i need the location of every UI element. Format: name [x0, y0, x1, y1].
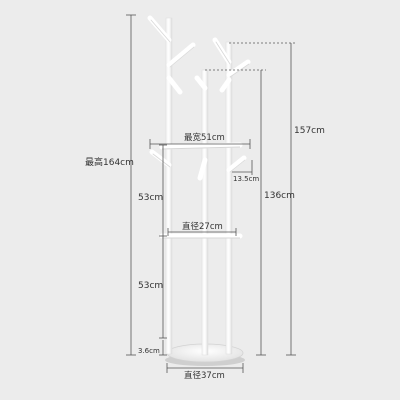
label-max-height: 最高164cm [85, 156, 134, 168]
ring-upper [159, 142, 243, 150]
coat-rack [147, 15, 251, 366]
label-upper-section: 53cm [138, 193, 163, 203]
label-height-136: 136cm [264, 191, 295, 201]
label-height-157: 157cm [294, 126, 325, 136]
branches [147, 15, 251, 181]
label-max-width: 最宽51cm [184, 132, 225, 143]
label-base-height: 3.6cm [138, 347, 160, 355]
pole-right [225, 41, 233, 355]
ring-lower [159, 233, 243, 239]
label-ring-diameter: 直径27cm [182, 221, 223, 232]
label-lower-section: 53cm [138, 281, 163, 291]
label-base-diameter: 直径37cm [184, 370, 225, 381]
dimension-lines [126, 14, 296, 373]
pole-left [165, 17, 173, 355]
label-hook-length: 13.5cm [233, 175, 259, 183]
pole-middle [201, 69, 209, 356]
